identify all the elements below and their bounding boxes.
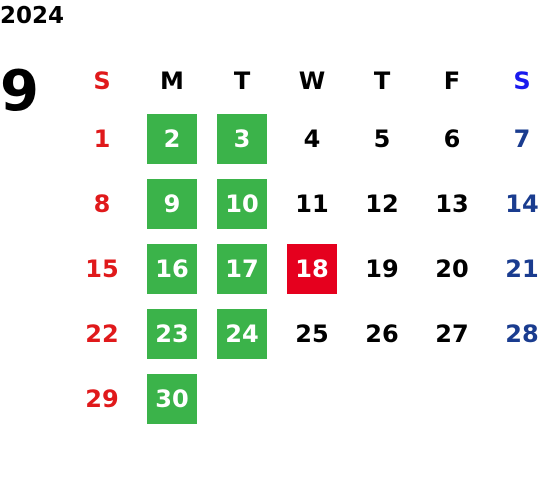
- calendar-day: 15: [85, 254, 119, 283]
- calendar-day-cell[interactable]: 27: [417, 301, 487, 366]
- calendar-day: 11: [295, 189, 329, 218]
- calendar-day-cell[interactable]: 8: [67, 171, 137, 236]
- calendar-day-cell[interactable]: 7: [487, 106, 548, 171]
- calendar-day: 4: [303, 124, 321, 153]
- calendar-day: 30: [147, 373, 197, 424]
- calendar-day: 1: [93, 124, 111, 153]
- calendar-day: 21: [505, 254, 539, 283]
- calendar-day: 2: [147, 113, 197, 164]
- calendar-day-cell[interactable]: 9: [137, 171, 207, 236]
- calendar-day-cell[interactable]: 4: [277, 106, 347, 171]
- calendar-day-cell[interactable]: 25: [277, 301, 347, 366]
- month-number: 9: [0, 59, 39, 124]
- calendar-day: 3: [217, 113, 267, 164]
- calendar-day-cell[interactable]: 30: [137, 366, 207, 431]
- calendar-day-cell[interactable]: 2: [137, 106, 207, 171]
- calendar-day-cell[interactable]: 12: [347, 171, 417, 236]
- calendar-day: 16: [147, 243, 197, 294]
- calendar-day-cell[interactable]: 23: [137, 301, 207, 366]
- calendar-day: 8: [93, 189, 111, 218]
- calendar-day: 14: [505, 189, 539, 218]
- calendar-day: 6: [443, 124, 461, 153]
- year-label: 2024: [0, 3, 65, 29]
- calendar-day: 20: [435, 254, 469, 283]
- calendar-day: 25: [295, 319, 329, 348]
- calendar-day-cell[interactable]: 22: [67, 301, 137, 366]
- calendar-day-cell[interactable]: 6: [417, 106, 487, 171]
- calendar-day: 10: [217, 178, 267, 229]
- weekday-header-tuesday: T: [233, 67, 251, 95]
- weekday-header-wednesday: W: [298, 67, 326, 95]
- calendar-day-cell[interactable]: 26: [347, 301, 417, 366]
- calendar-day: 18: [287, 243, 337, 294]
- calendar-day-cell[interactable]: 16: [137, 236, 207, 301]
- calendar-day: 26: [365, 319, 399, 348]
- calendar-day-cell[interactable]: 5: [347, 106, 417, 171]
- calendar-day-cell[interactable]: 18: [277, 236, 347, 301]
- calendar-day: 19: [365, 254, 399, 283]
- calendar-day-cell[interactable]: 19: [347, 236, 417, 301]
- calendar-day-cell[interactable]: 3: [207, 106, 277, 171]
- calendar-day: 27: [435, 319, 469, 348]
- calendar-day-cell[interactable]: 20: [417, 236, 487, 301]
- calendar-day: 22: [85, 319, 119, 348]
- calendar-day: 13: [435, 189, 469, 218]
- calendar-day: 29: [85, 384, 119, 413]
- calendar-day-cell[interactable]: 13: [417, 171, 487, 236]
- calendar-day-cell[interactable]: 17: [207, 236, 277, 301]
- calendar-day: 5: [373, 124, 391, 153]
- calendar-day-cell[interactable]: 21: [487, 236, 548, 301]
- calendar-day-cell[interactable]: 11: [277, 171, 347, 236]
- calendar-day-cell[interactable]: 14: [487, 171, 548, 236]
- calendar-day: 9: [147, 178, 197, 229]
- calendar-day: 23: [147, 308, 197, 359]
- calendar-day-cell[interactable]: 28: [487, 301, 548, 366]
- calendar-day-cell[interactable]: 24: [207, 301, 277, 366]
- calendar-day: 28: [505, 319, 539, 348]
- weekday-header-sunday: S: [93, 67, 111, 95]
- calendar-day: 7: [513, 124, 531, 153]
- calendar-day-cell[interactable]: 29: [67, 366, 137, 431]
- calendar-day: 24: [217, 308, 267, 359]
- calendar-day-cell[interactable]: 10: [207, 171, 277, 236]
- weekday-header-saturday: S: [513, 67, 531, 95]
- weekday-header-monday: M: [160, 67, 184, 95]
- weekday-header-friday: F: [443, 67, 461, 95]
- calendar-day-cell[interactable]: 1: [67, 106, 137, 171]
- calendar-day: 12: [365, 189, 399, 218]
- weekday-header-thursday: T: [373, 67, 391, 95]
- calendar-day: 17: [217, 243, 267, 294]
- calendar-day-cell[interactable]: 15: [67, 236, 137, 301]
